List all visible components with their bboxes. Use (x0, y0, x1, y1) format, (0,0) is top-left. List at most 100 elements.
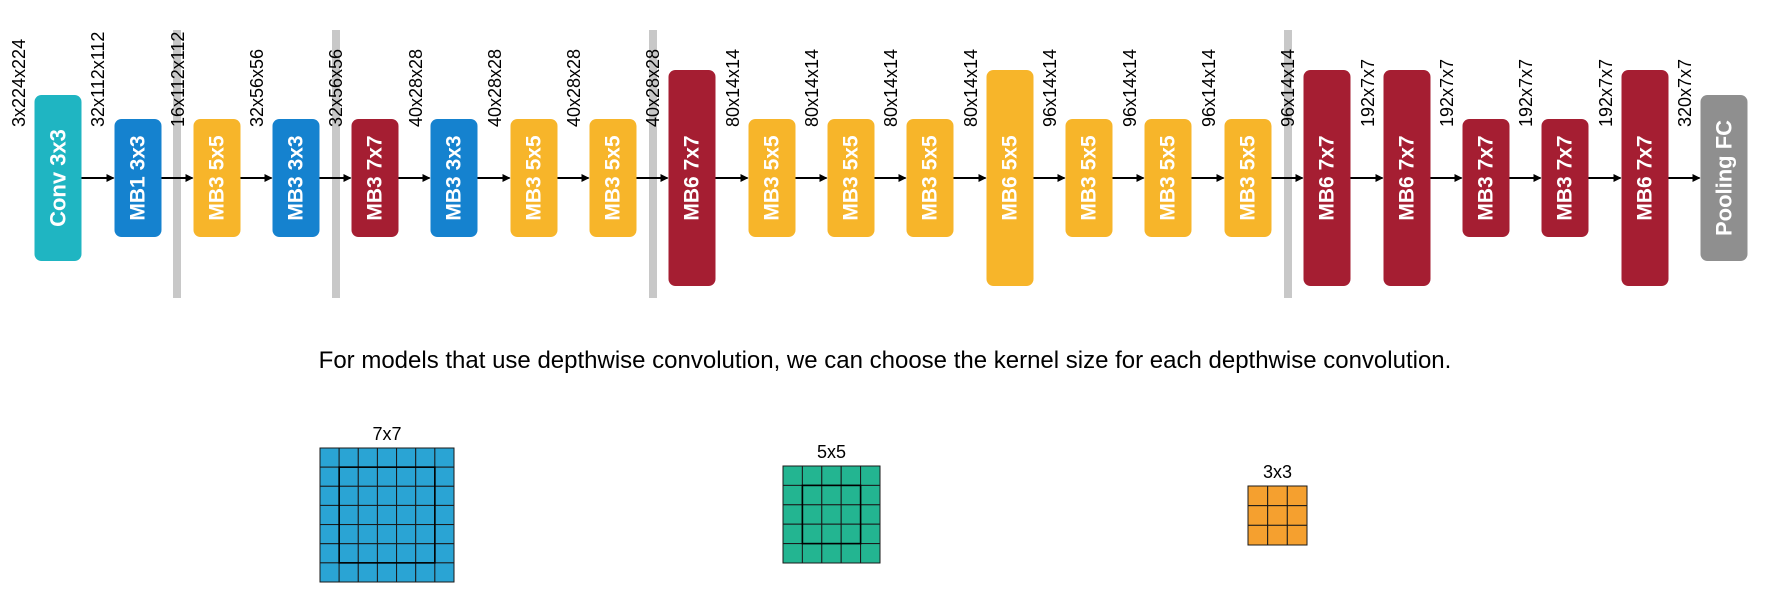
kernel-cell (415, 543, 436, 564)
kernel-cell (860, 504, 881, 525)
kernel-cell (415, 466, 436, 487)
block-shape (906, 119, 954, 237)
block-b10: MB3 5x5 (827, 119, 875, 237)
dimension-label: 96x14x14 (1199, 49, 1219, 127)
block-b15: MB3 5x5 (1224, 119, 1272, 237)
block-label: MB3 5x5 (206, 135, 229, 221)
dimension-label: 192x7x7 (1437, 59, 1457, 127)
dimension-label: 32x56x56 (326, 49, 346, 127)
kernel-cell (801, 543, 823, 564)
block-shape (1224, 119, 1272, 237)
block-b8: MB6 7x7 (668, 70, 716, 286)
kernel-cell (840, 504, 862, 525)
kernel-cell (860, 484, 881, 506)
kernel-cell (357, 485, 378, 506)
kernel-cell (319, 447, 340, 468)
kernel-cell (376, 543, 398, 564)
kernel-cell (821, 523, 842, 545)
kernel-cell (860, 465, 881, 486)
kernel-cell (376, 485, 398, 506)
kernel-cell (1267, 524, 1288, 546)
kernel-cell (319, 504, 340, 526)
block-b12: MB6 5x5 (986, 70, 1034, 286)
block-label: MB3 7x7 (1554, 135, 1577, 220)
kernel-cell (338, 485, 359, 506)
block-label: MB3 5x5 (523, 135, 546, 221)
kernel-cell (434, 543, 455, 564)
kernel-cell (860, 523, 881, 545)
block-label: Conv 3x3 (46, 129, 71, 227)
kernel-cell (396, 466, 417, 487)
kernel-cell (338, 543, 359, 564)
kernel-cell (415, 504, 436, 526)
kernel-cell (1247, 505, 1269, 526)
block-label: MB1 3x3 (127, 135, 150, 220)
kernel-cell (821, 484, 842, 506)
kernel-cell (801, 504, 823, 525)
block-label: MB3 5x5 (1157, 135, 1180, 221)
block-pool: Pooling FC (1700, 95, 1748, 261)
kernel-cell (782, 543, 803, 564)
kernel-cell (782, 465, 803, 486)
block-shape (589, 119, 637, 237)
dimension-label: 3x224x224 (9, 39, 29, 127)
block-label: MB6 7x7 (1316, 135, 1339, 220)
kernel-cell (840, 465, 862, 486)
kernel-cell (782, 504, 803, 525)
block-label: MB6 5x5 (999, 135, 1022, 221)
kernel-cell (1247, 524, 1269, 546)
kernel-cell (434, 524, 455, 545)
kernel-cell (357, 543, 378, 564)
kernel-cell (396, 447, 417, 468)
kernel-cell (782, 484, 803, 506)
kernel-inner-outline (338, 466, 436, 564)
kernel-cell (319, 485, 340, 506)
block-shape (193, 119, 241, 237)
block-shape (1621, 70, 1669, 286)
dimension-label: 96x14x14 (1120, 49, 1140, 127)
kernel-cell (338, 562, 359, 583)
kernel-cell (376, 504, 398, 526)
dimension-label: 40x28x28 (564, 49, 584, 127)
kernel-cell (376, 524, 398, 545)
block-shape (1144, 119, 1192, 237)
kernel-cell (434, 447, 455, 468)
dimension-label: 80x14x14 (802, 49, 822, 127)
block-shape (1462, 119, 1510, 237)
block-shape (1541, 119, 1589, 237)
kernel-cell (1286, 485, 1308, 507)
kernel-cell (840, 523, 862, 545)
kernel-cell (415, 562, 436, 583)
kernel-cell (821, 504, 842, 525)
block-b4: MB3 7x7 (351, 119, 399, 237)
dimension-label: 80x14x14 (881, 49, 901, 127)
block-label: MB3 7x7 (1475, 135, 1498, 220)
block-shape (668, 70, 716, 286)
kernel-cell (821, 465, 842, 486)
kernel-cell (319, 466, 340, 487)
block-label: MB3 3x3 (443, 135, 466, 220)
block-b20: MB6 7x7 (1621, 70, 1669, 286)
kernel-cell (319, 543, 340, 564)
kernel-cell (1267, 485, 1288, 507)
kernel-cell (357, 524, 378, 545)
kernel-cell (376, 447, 398, 468)
dimension-label: 40x28x28 (643, 49, 663, 127)
block-label: MB6 7x7 (681, 135, 704, 220)
block-label: MB3 5x5 (761, 135, 784, 221)
block-label: MB3 7x7 (364, 135, 387, 220)
block-shape (986, 70, 1034, 286)
dimension-label: 80x14x14 (723, 49, 743, 127)
block-label: MB3 3x3 (285, 135, 308, 220)
kernel-cell (434, 562, 455, 583)
dimension-label: 192x7x7 (1516, 59, 1536, 127)
stage-divider-1 (173, 30, 181, 298)
kernel-cell (782, 523, 803, 545)
dimension-label: 320x7x7 (1675, 59, 1695, 127)
block-label: MB3 5x5 (1237, 135, 1260, 221)
block-b6: MB3 5x5 (510, 119, 558, 237)
block-shape (114, 119, 162, 237)
network-blocks: Conv 3x3 MB1 3x3 MB3 5x5 MB3 3x3 MB3 7x7 MB3 … (34, 70, 1748, 286)
